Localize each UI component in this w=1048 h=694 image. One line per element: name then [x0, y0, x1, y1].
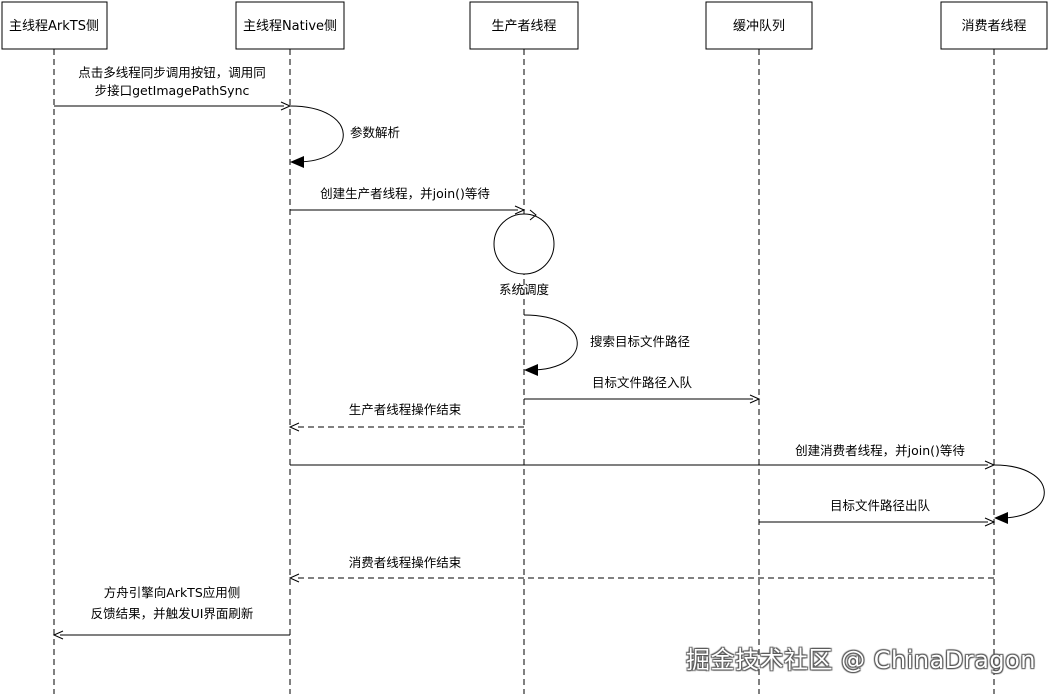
- svg-text:目标文件路径出队: 目标文件路径出队: [830, 498, 931, 513]
- svg-text:方舟引擎向ArkTS应用侧: 方舟引擎向ArkTS应用侧: [104, 585, 241, 600]
- watermark: 掘金技术社区 @ ChinaDragon: [686, 646, 1036, 674]
- message-enqueue: 目标文件路径入队: [524, 375, 761, 404]
- message-producer-done: 生产者线程操作结束: [288, 402, 524, 432]
- svg-text:生产者线程操作结束: 生产者线程操作结束: [349, 402, 462, 417]
- message-create-consumer: 创建消费者线程，并join()等待: [290, 443, 996, 470]
- participant-native: 主线程Native侧: [235, 1, 345, 50]
- svg-text:参数解析: 参数解析: [350, 125, 400, 140]
- message-consumer-done: 消费者线程操作结束: [288, 555, 994, 583]
- svg-text:主线程Native侧: 主线程Native侧: [243, 19, 337, 34]
- svg-text:系统调度: 系统调度: [499, 282, 550, 297]
- message-dequeue: 目标文件路径出队: [759, 498, 996, 527]
- svg-text:点击多线程同步调用按钮，调用同: 点击多线程同步调用按钮，调用同: [78, 65, 266, 80]
- message-feedback: 方舟引擎向ArkTS应用侧 反馈结果，并触发UI界面刷新: [52, 585, 290, 640]
- message-search-path: 搜索目标文件路径: [523, 314, 690, 376]
- message-call-sync: 点击多线程同步调用按钮，调用同 步接口getImagePathSync: [54, 65, 292, 111]
- svg-text:搜索目标文件路径: 搜索目标文件路径: [590, 334, 690, 349]
- participant-arkts: 主线程ArkTS侧: [1, 1, 108, 50]
- message-param-parse: 参数解析: [289, 105, 400, 168]
- message-create-producer: 创建生产者线程，并join()等待: [290, 186, 526, 215]
- system-schedule-node: 系统调度: [493, 209, 555, 297]
- svg-text:消费者线程操作结束: 消费者线程操作结束: [349, 555, 462, 570]
- svg-text:主线程ArkTS侧: 主线程ArkTS侧: [9, 19, 99, 34]
- svg-text:缓冲队列: 缓冲队列: [733, 19, 785, 34]
- svg-text:目标文件路径入队: 目标文件路径入队: [592, 375, 693, 390]
- participant-consumer: 消费者线程: [940, 1, 1048, 50]
- svg-text:步接口getImagePathSync: 步接口getImagePathSync: [95, 83, 250, 98]
- svg-text:创建生产者线程，并join()等待: 创建生产者线程，并join()等待: [320, 186, 490, 201]
- participant-buffer: 缓冲队列: [705, 1, 813, 50]
- svg-text:消费者线程: 消费者线程: [961, 19, 1026, 34]
- svg-text:创建消费者线程，并join()等待: 创建消费者线程，并join()等待: [795, 443, 965, 458]
- svg-text:反馈结果，并触发UI界面刷新: 反馈结果，并触发UI界面刷新: [91, 606, 254, 621]
- participant-producer: 生产者线程: [469, 1, 579, 50]
- consumer-self-loop: [993, 464, 1045, 524]
- svg-text:生产者线程: 生产者线程: [491, 19, 556, 34]
